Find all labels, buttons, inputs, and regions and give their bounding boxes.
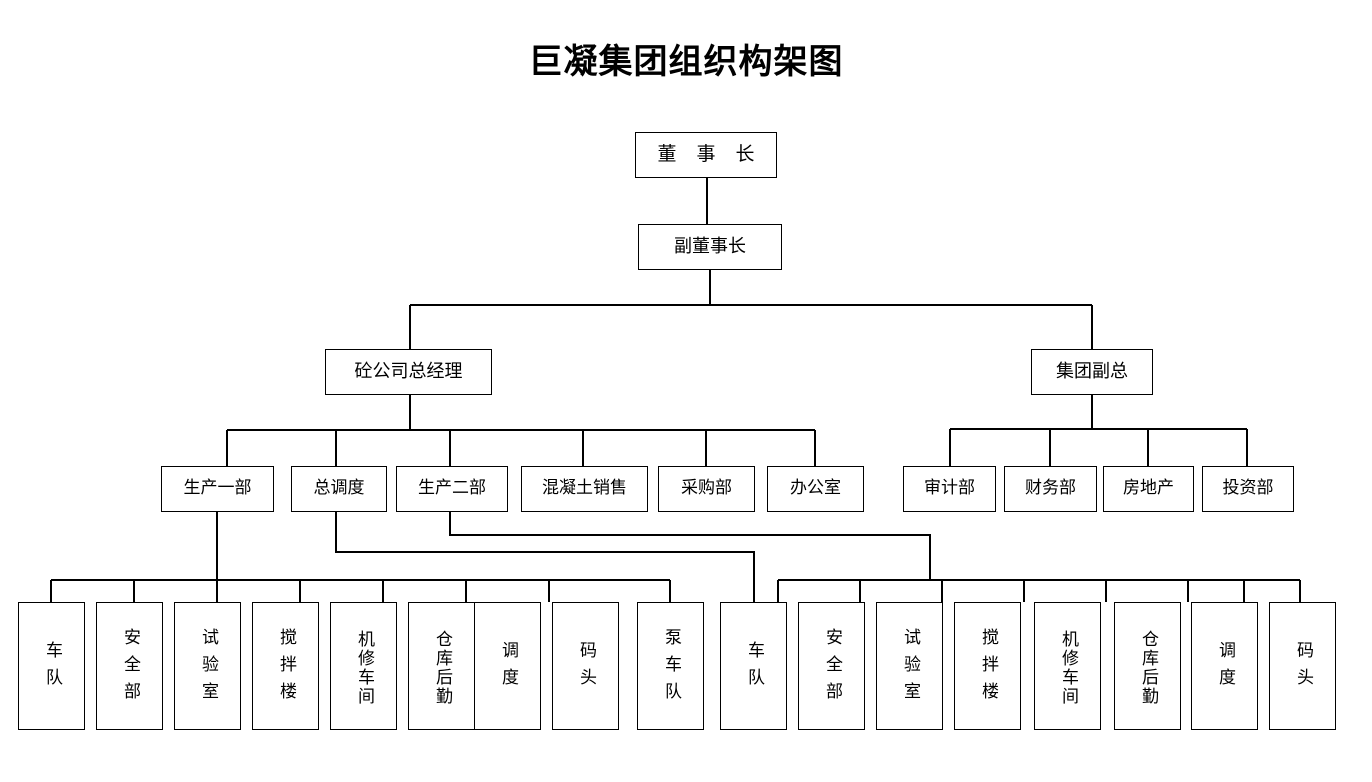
node-wharf-1[interactable]: 码头	[552, 602, 619, 730]
node-wharf-2[interactable]: 码头	[1269, 602, 1336, 730]
node-label: 调度	[1215, 641, 1235, 695]
node-label: 机修车间	[1058, 630, 1078, 706]
node-label: 安全部	[120, 627, 140, 709]
node-label: 试验室	[198, 627, 218, 709]
node-pump-fleet[interactable]: 泵车队	[637, 602, 704, 730]
node-label: 投资部	[1222, 478, 1274, 499]
node-dispatch-1[interactable]: 调度	[474, 602, 541, 730]
node-fleet-1[interactable]: 车队	[18, 602, 85, 730]
node-repair-workshop-2[interactable]: 机修车间	[1034, 602, 1101, 730]
node-laboratory-2[interactable]: 试验室	[876, 602, 943, 730]
node-safety-dept-2[interactable]: 安全部	[798, 602, 865, 730]
node-label: 码头	[1293, 641, 1313, 695]
node-label: 调度	[498, 641, 518, 695]
node-investment-dept[interactable]: 投资部	[1202, 466, 1294, 512]
node-label: 生产二部	[418, 478, 486, 499]
node-label: 集团副总	[1056, 360, 1128, 382]
node-label: 搅拌楼	[276, 627, 296, 709]
node-main-dispatch[interactable]: 总调度	[291, 466, 387, 512]
node-production-dept-2[interactable]: 生产二部	[396, 466, 508, 512]
node-label: 码头	[576, 641, 596, 695]
node-label: 安全部	[822, 627, 842, 709]
node-office[interactable]: 办公室	[767, 466, 864, 512]
node-label: 机修车间	[354, 630, 374, 706]
node-label: 财务部	[1025, 478, 1076, 499]
node-mixing-tower-2[interactable]: 搅拌楼	[954, 602, 1021, 730]
node-label: 仓库后勤	[432, 630, 452, 706]
node-label: 车队	[42, 641, 62, 695]
node-group-vp[interactable]: 集团副总	[1031, 349, 1153, 395]
node-dispatch-2[interactable]: 调度	[1191, 602, 1258, 730]
node-label: 房地产	[1123, 478, 1174, 499]
node-real-estate[interactable]: 房地产	[1103, 466, 1194, 512]
node-label: 总调度	[313, 478, 365, 499]
node-label: 董 事 长	[657, 143, 762, 166]
node-label: 车队	[744, 641, 764, 695]
node-mixing-tower-1[interactable]: 搅拌楼	[252, 602, 319, 730]
node-finance-dept[interactable]: 财务部	[1004, 466, 1097, 512]
node-label: 副董事长	[674, 235, 746, 257]
node-production-dept-1[interactable]: 生产一部	[161, 466, 274, 512]
page-title: 巨凝集团组织构架图	[528, 42, 844, 82]
node-label: 混凝土销售	[542, 478, 627, 499]
node-label: 审计部	[924, 478, 975, 499]
node-safety-dept-1[interactable]: 安全部	[96, 602, 163, 730]
node-label: 仓库后勤	[1138, 630, 1158, 706]
node-warehouse-logistics-1[interactable]: 仓库后勤	[408, 602, 475, 730]
node-label: 试验室	[900, 627, 920, 709]
node-label: 办公室	[790, 478, 841, 499]
node-warehouse-logistics-2[interactable]: 仓库后勤	[1114, 602, 1181, 730]
node-concrete-sales[interactable]: 混凝土销售	[521, 466, 648, 512]
node-fleet-2[interactable]: 车队	[720, 602, 787, 730]
node-label: 采购部	[681, 478, 732, 499]
node-label: 泵车队	[661, 627, 681, 709]
node-laboratory-1[interactable]: 试验室	[174, 602, 241, 730]
node-vice-chairman[interactable]: 副董事长	[638, 224, 782, 270]
node-repair-workshop-1[interactable]: 机修车间	[330, 602, 397, 730]
node-chairman[interactable]: 董 事 长	[635, 132, 777, 178]
node-label: 搅拌楼	[978, 627, 998, 709]
node-label: 砼公司总经理	[354, 360, 463, 382]
node-purchasing-dept[interactable]: 采购部	[658, 466, 755, 512]
node-concrete-gm[interactable]: 砼公司总经理	[325, 349, 492, 395]
node-label: 生产一部	[183, 478, 252, 499]
node-audit-dept[interactable]: 审计部	[903, 466, 996, 512]
